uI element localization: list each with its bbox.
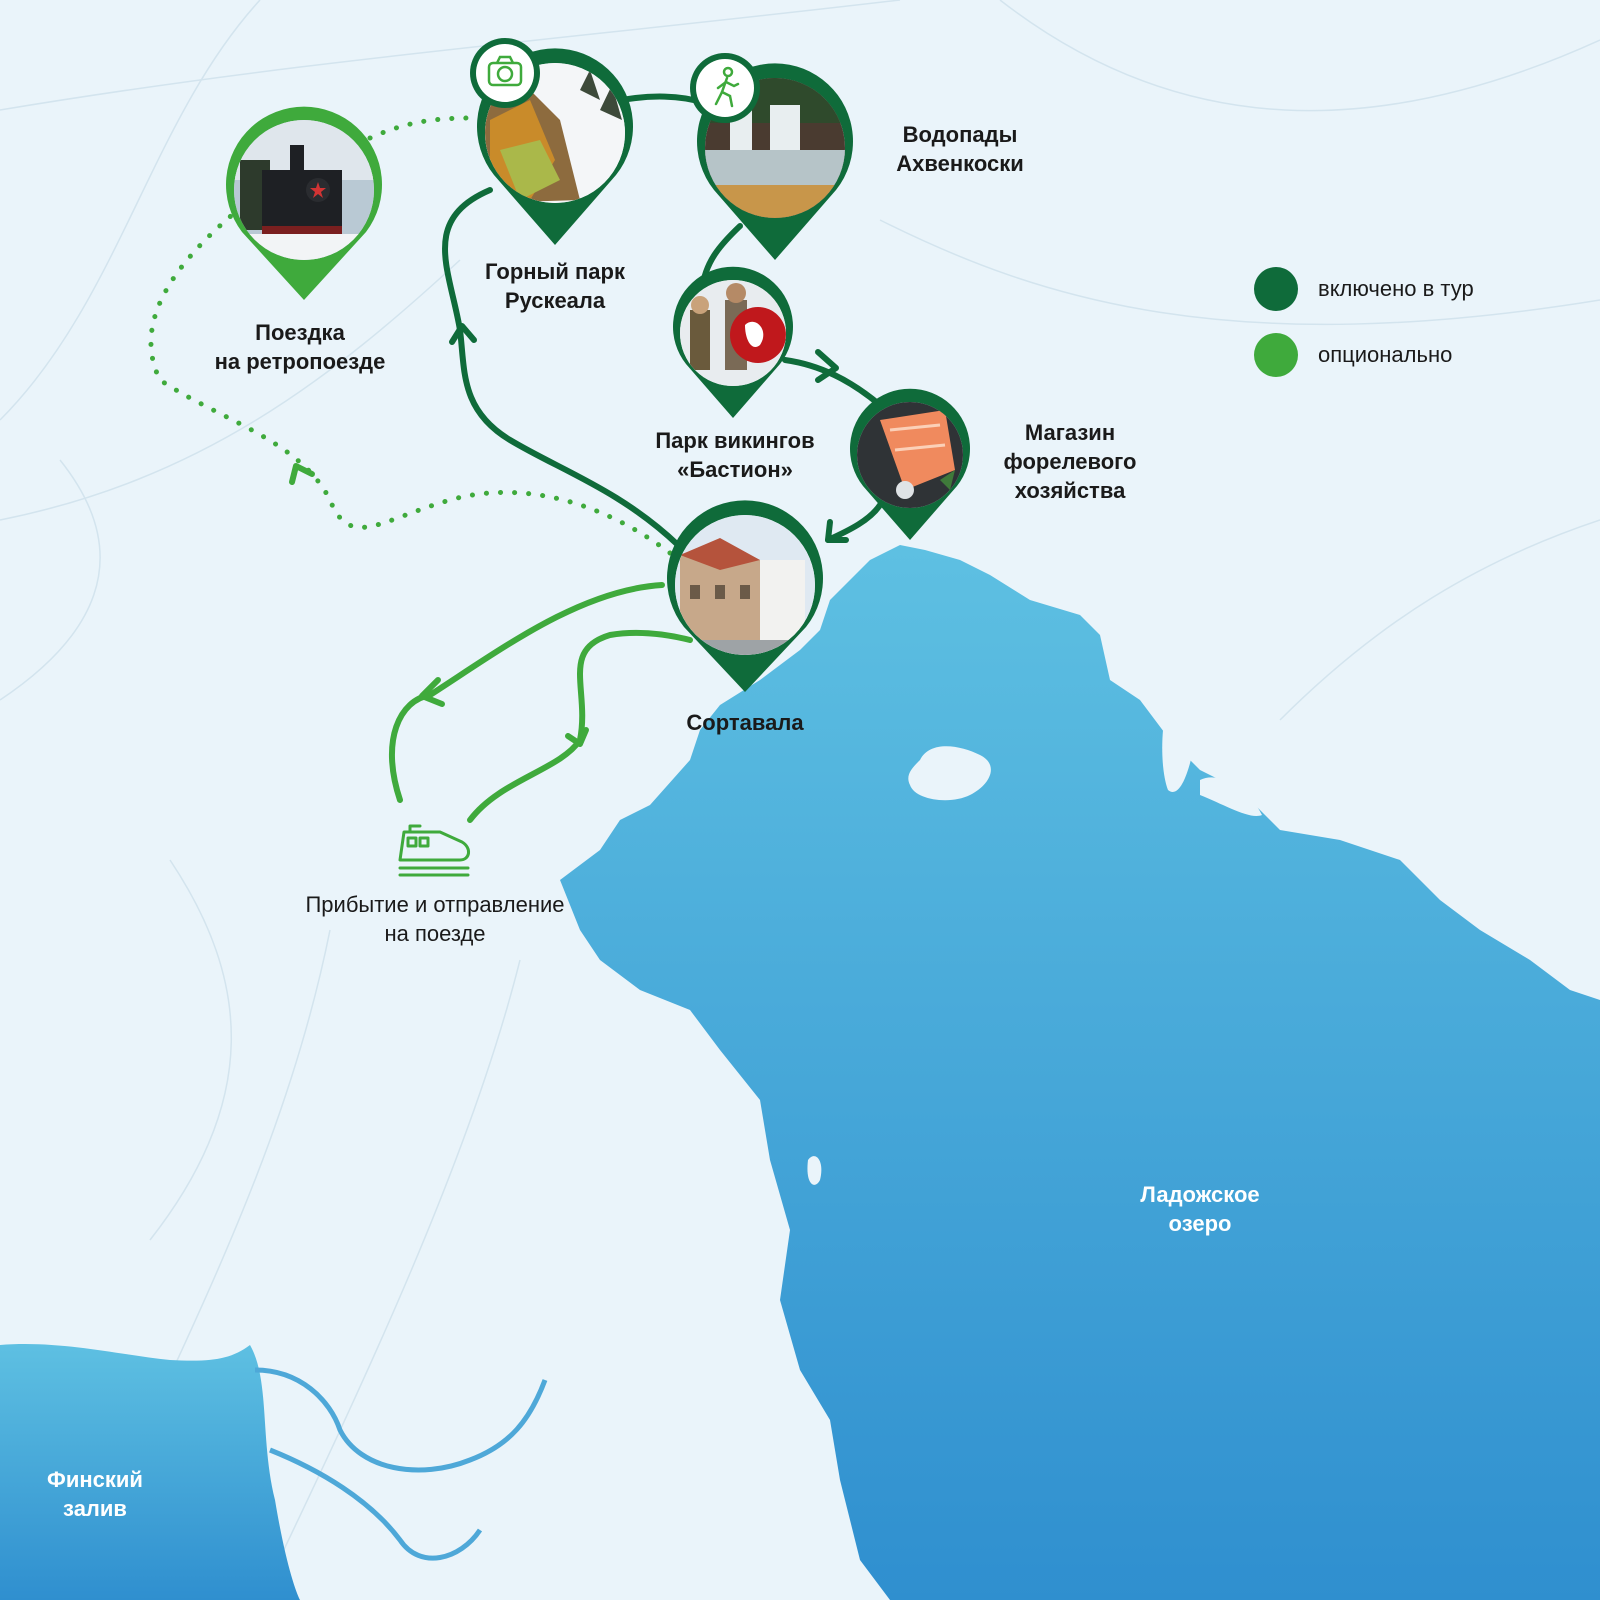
photo-town-building	[675, 515, 815, 655]
camera-icon	[487, 55, 523, 87]
route-included-arrows	[449, 323, 849, 543]
legend-included: включено в тур	[1254, 267, 1474, 311]
pin-akhvenkoski[interactable]	[690, 53, 854, 261]
lake-ladoga	[560, 545, 1600, 1600]
pin-ruskeala[interactable]	[470, 38, 634, 246]
arrow-optional-retro	[289, 463, 315, 485]
label-sortavala: Сортавала	[686, 710, 804, 735]
route-optional-retro	[148, 115, 673, 556]
badge-bg	[696, 59, 754, 117]
label-retro-train: Поездка на ретропоезде	[214, 320, 386, 374]
photo-marble-canyon	[485, 63, 625, 203]
badge-bg	[476, 44, 534, 102]
pin-retro-train[interactable]	[226, 106, 383, 300]
island	[1162, 697, 1196, 792]
legend-label-included: включено в тур	[1318, 276, 1474, 301]
photo-salmon-fillet	[857, 402, 963, 508]
pin-trout-shop[interactable]	[850, 388, 971, 540]
photo-steam-locomotive	[234, 120, 374, 260]
route-train	[389, 582, 693, 823]
photo-vikings	[680, 280, 786, 386]
legend-dot-included	[1254, 267, 1298, 311]
neva-river	[254, 1367, 548, 1561]
pin-sortavala[interactable]	[666, 500, 824, 692]
island	[908, 746, 991, 801]
label-akhvenkoski: Водопады Ахвенкоски	[896, 122, 1024, 176]
label-trout-shop: Магазин форелевого хозяйства	[1003, 420, 1137, 503]
island	[807, 1156, 822, 1185]
gulf-of-finland	[0, 1343, 300, 1600]
pin-bastion[interactable]	[673, 266, 793, 418]
route-train-arrows	[419, 677, 589, 747]
legend-dot-optional	[1254, 333, 1298, 377]
label-bastion: Парк викингов «Бастион»	[655, 428, 815, 482]
legend-optional: опционально	[1254, 333, 1452, 377]
label-train: Прибытие и отправление на поезде	[305, 892, 565, 946]
label-lake-ladoga: Ладожское озеро	[1140, 1182, 1260, 1236]
hiker-icon	[714, 66, 740, 108]
label-ruskeala: Горный парк Рускеала	[485, 259, 625, 313]
island	[1200, 777, 1262, 816]
train-icon	[398, 824, 470, 877]
label-gulf-of-finland: Финский залив	[47, 1467, 143, 1521]
legend-label-optional: опционально	[1318, 342, 1453, 367]
